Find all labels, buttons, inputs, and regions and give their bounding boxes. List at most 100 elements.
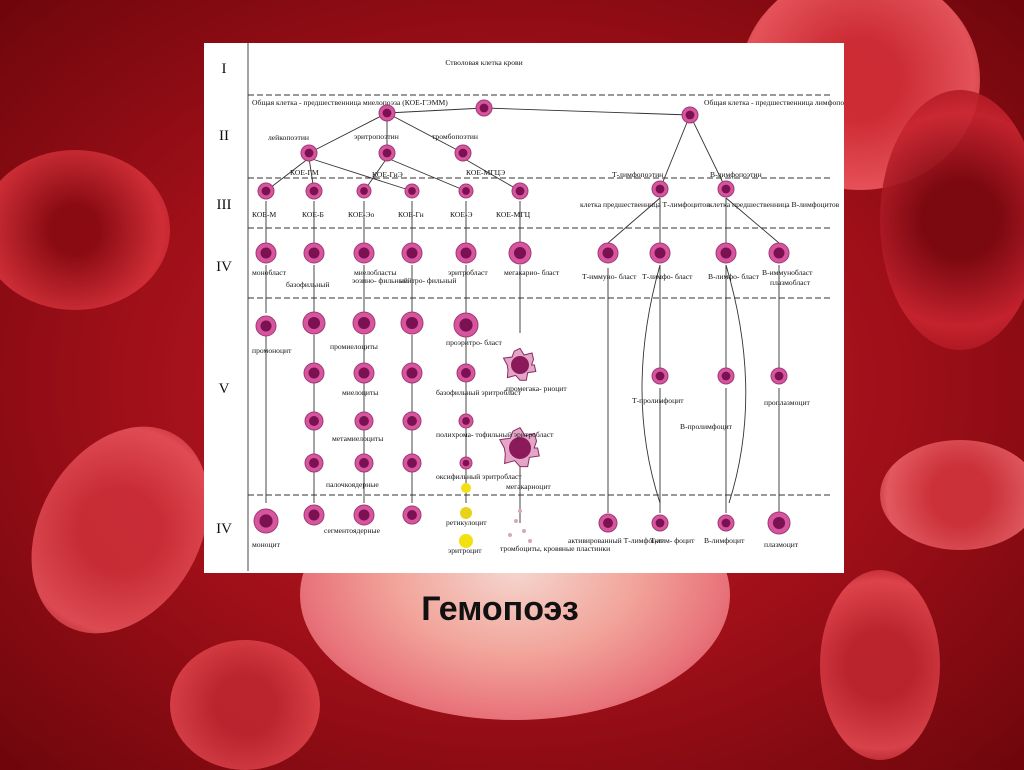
cell-nucleus — [308, 247, 320, 259]
cell-nucleus — [774, 371, 784, 381]
label-koe-gn: КОЕ-Гн — [398, 210, 424, 219]
label-t-lymphocyte: Т-лим- фоцит — [650, 536, 695, 545]
platelet-drawing — [514, 519, 518, 523]
class-label-3: III — [217, 197, 232, 213]
cell-nucleus — [603, 518, 613, 528]
class-label-1: I — [222, 61, 227, 77]
cell-nucleus — [406, 367, 418, 379]
cell-nucleus — [462, 417, 470, 425]
cell-nucleus — [721, 184, 731, 194]
label-proplasmocyte: проплазмоцит — [764, 398, 811, 407]
label-koe-mgc: КОЕ-МГЦ — [496, 210, 531, 219]
cell-nucleus — [304, 148, 314, 158]
cell-nucleus — [654, 247, 666, 259]
background-blood-cell — [820, 570, 940, 760]
cell-nucleus — [655, 184, 665, 194]
label-koe-eo: КОЕ-Эо — [348, 210, 375, 219]
label-promegakaryocyte: промегака- рноцит — [506, 384, 567, 393]
cell-nucleus — [358, 247, 370, 259]
label-koe-m: КОЕ-М — [252, 210, 277, 219]
cell-nucleus — [407, 458, 417, 468]
cell-nucleus — [721, 371, 731, 381]
label-monocyte: моноцит — [252, 540, 281, 549]
label-b-precursor: клетка предшественница В-лимфоцитов — [709, 200, 840, 209]
cell-nucleus — [458, 148, 468, 158]
label-koe-mgce: КОЕ-МГЦЭ — [466, 168, 505, 177]
cell-nucleus — [309, 186, 319, 196]
background-blood-cell — [880, 90, 1024, 350]
label-polychromatophilic: полихрома- тофильный эритробласт — [436, 430, 554, 439]
label-eosinophilic: эозино- фильный — [352, 276, 408, 285]
cell-nucleus — [515, 186, 525, 196]
label-megakaryocyte: мегакарноцит — [506, 482, 551, 491]
cell-nucleus — [479, 103, 489, 113]
label-b-immunoblast: В-иммунобласт — [762, 268, 813, 277]
cell-nucleus — [721, 518, 731, 528]
cell-nucleus — [309, 458, 319, 468]
label-platelets: тромбоциты, кровяные пластинки — [500, 544, 610, 553]
cell-nucleus — [358, 509, 370, 521]
cell-nucleus — [382, 148, 392, 158]
label-leukopoietin: лейкопоэтин — [268, 133, 309, 142]
cell-nucleus — [359, 458, 369, 468]
class-label-4: IV — [216, 259, 232, 275]
background-blood-cell — [880, 440, 1024, 550]
cell-nucleus — [407, 510, 417, 520]
cell-nucleus — [655, 371, 665, 381]
cell-nucleus — [460, 247, 472, 259]
label-myelocytes: миелоциты — [342, 388, 378, 397]
platelet-drawing — [522, 529, 526, 533]
lineage-connectors — [265, 107, 780, 523]
background-blood-cell — [0, 150, 170, 310]
slide-title: Гемопоэз — [421, 590, 579, 628]
cell-nucleus — [511, 356, 529, 374]
label-b-lymphocyte: В-лимфоцит — [704, 536, 745, 545]
label-lympho-precursor: Общая клетка - предшественница лимфопоэз… — [704, 98, 844, 107]
label-myelo-precursor: Общая клетка - предшественница миелопоэз… — [252, 98, 448, 107]
cell-nucleus — [685, 110, 695, 120]
cell-nucleus — [308, 367, 320, 379]
cell-nucleus — [382, 108, 392, 118]
label-b-lymphopoietin: В-лимфопоэтин — [710, 170, 762, 179]
cell-nucleus — [509, 437, 531, 459]
hematopoiesis-diagram: I II III IV V IV — [204, 43, 844, 573]
label-erythrocyte: эритроцит — [448, 546, 482, 555]
label-myeloblasts: миелобласты — [354, 268, 396, 277]
label-basophilic: базофильный — [286, 280, 329, 289]
cell-nucleus — [773, 247, 785, 259]
label-t-lymphopoietin: Т-лимфопоэтин — [612, 170, 663, 179]
label-b-lymphoblast: В-лимфо- бласт — [708, 272, 760, 281]
label-metamyelocytes: метамиелоциты — [332, 434, 383, 443]
cell-nucleus — [655, 518, 665, 528]
label-activated-t: активированный Т-лимфоцит — [568, 536, 664, 545]
cell-group — [253, 99, 791, 548]
cell-nucleus — [358, 367, 370, 379]
cell-nucleus — [462, 187, 470, 195]
cell-nucleus — [720, 247, 732, 259]
class-label-6: IV — [216, 521, 232, 537]
cell-nucleus — [360, 187, 368, 195]
erythroid-cell-drawing — [459, 534, 473, 548]
cell-nucleus — [513, 246, 527, 260]
cell-nucleus — [772, 516, 786, 530]
label-oxyphilic: оксифильный эритробласт — [436, 472, 522, 481]
label-reticulocyte: ретикулоцит — [446, 518, 487, 527]
cell-nucleus — [308, 509, 320, 521]
cell-nucleus — [461, 368, 471, 378]
label-promonocyte: промоноцит — [252, 346, 292, 355]
cell-nucleus — [307, 316, 321, 330]
platelet-drawing — [528, 539, 532, 543]
cell-nucleus — [357, 316, 371, 330]
label-koe-gie: КОЕ-ГиЭ — [372, 170, 403, 179]
label-t-prolymphocyte: Т-пролимфоцит — [632, 396, 684, 405]
cell-nucleus — [260, 320, 272, 332]
cell-nucleus — [602, 247, 614, 259]
erythroid-cell-drawing — [461, 483, 471, 493]
platelet-drawing — [518, 509, 522, 513]
cell-nucleus — [260, 247, 272, 259]
cell-nucleus — [261, 186, 271, 196]
cell-nucleus — [259, 514, 273, 528]
cell-nucleus — [407, 416, 417, 426]
label-stem-cell: Стволовая клетка крови — [445, 58, 522, 67]
label-t-precursor: клетка предшественница Т-лимфоцитов — [580, 200, 710, 209]
